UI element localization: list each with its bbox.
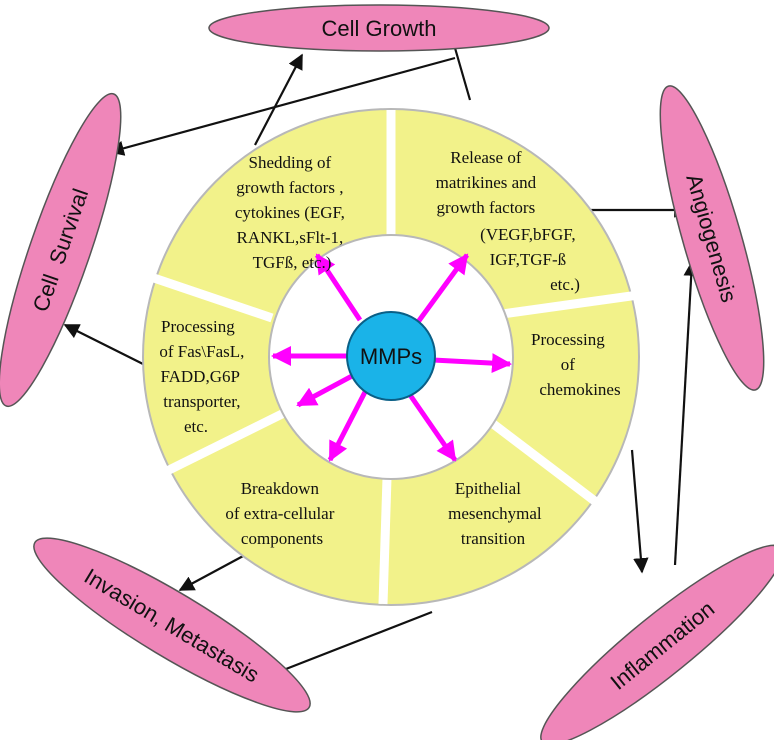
outcome-angiogenesis: Angiogenesis [659, 85, 765, 391]
segment-release-line: Release of [450, 148, 522, 167]
mmp-arrow-far-left [296, 373, 354, 408]
arrow-inflammation-to-angiogenesis [673, 260, 699, 566]
outcome-connectors [63, 47, 699, 679]
separator-upper-right [494, 290, 639, 320]
segment-chemokines-line: Processing [531, 330, 605, 349]
arrow-shedding-to-cell-growth [254, 53, 303, 146]
segment-shedding-line: RANKL,sFlt-1, [237, 228, 344, 247]
segment-emt-line: Epithelial [455, 479, 521, 498]
segment-fas-line: Processing [161, 317, 235, 336]
segment-shedding-line: Shedding of [249, 153, 332, 172]
separator-upper-left [143, 270, 274, 323]
separator-lower-right [485, 416, 603, 509]
outcome-inflammation: Inflammation [540, 544, 774, 740]
mmps-label: MMPs [360, 344, 422, 369]
arrow-release-to-cell-survival [108, 56, 456, 156]
segment-shedding-line: cytokines (EGF, [235, 203, 345, 222]
mmp-arrow-right [432, 353, 512, 374]
segment-fas-line: etc. [184, 417, 208, 436]
arrow-fas-to-cell-survival [63, 324, 146, 366]
segment-release-line: growth factors [437, 198, 536, 217]
oval-cell-growth-label: Cell Growth [322, 16, 437, 41]
mmp-arrow-up-right [415, 253, 470, 324]
segment-shedding-text: Shedding of growth factors , cytokines (… [235, 153, 349, 272]
segment-shedding-line: TGFß, etc.) [253, 253, 332, 272]
separator-lower-left [163, 407, 288, 477]
arrow-chemokines-to-inflammation [630, 449, 649, 574]
segment-breakdown-line: of extra-cellular [225, 504, 334, 523]
outcome-cell-growth: Cell Growth [208, 4, 550, 52]
separator-bottom [378, 477, 392, 605]
segment-fas-line: transporter, [163, 392, 240, 411]
oval-cell-survival [0, 92, 122, 408]
segment-breakdown-line: components [241, 529, 323, 548]
oval-invasion-metastasis [33, 537, 311, 713]
segment-chemokines-text: Processing of chemokines [531, 330, 621, 399]
segment-fas-line: FADD,G6P [160, 367, 239, 386]
mmp-arrow-down-left [327, 390, 368, 462]
segment-fas-text: Processing of Fas\FasL, FADD,G6P transpo… [159, 317, 248, 436]
segment-fas-line: of Fas\FasL, [159, 342, 244, 361]
mmp-action-arrows [271, 253, 512, 462]
mmp-arrow-up-left [314, 253, 363, 322]
segment-emt-line: transition [461, 529, 526, 548]
mmps-center-circle [346, 311, 436, 401]
segment-chemokines-line: chemokines [539, 380, 620, 399]
segment-breakdown-line: Breakdown [241, 479, 320, 498]
segment-emt-text: Epithelial mesenchymal transition [448, 479, 546, 548]
segment-emt-line: mesenchymal [448, 504, 542, 523]
segment-release-line: IGF,TGF-ß [490, 250, 567, 269]
segment-breakdown-text: Breakdown of extra-cellular components [225, 479, 338, 548]
segment-release-line: (VEGF,bFGF, [480, 225, 576, 244]
oval-invasion-metastasis-label: Invasion, Metastasis [80, 563, 264, 687]
segment-release-line: matrikines and [436, 173, 537, 192]
oval-inflammation [540, 544, 774, 740]
segment-chemokines-line: of [561, 355, 576, 374]
oval-angiogenesis [659, 85, 765, 391]
outcome-cell-survival: Cell Survival [0, 92, 122, 408]
segment-separators [143, 110, 639, 605]
arrow-breakdown-to-invasion [178, 554, 246, 591]
oval-cell-growth [208, 4, 550, 52]
arrow-release-to-cell-growth [453, 47, 472, 101]
segment-release-line: etc.) [550, 275, 580, 294]
arrow-emt-to-invasion [266, 610, 433, 679]
segment-release-text: Release of matrikines and growth factors… [436, 148, 580, 294]
segment-shedding-line: growth factors , [236, 178, 343, 197]
mmp-arrow-down-right [405, 390, 458, 462]
